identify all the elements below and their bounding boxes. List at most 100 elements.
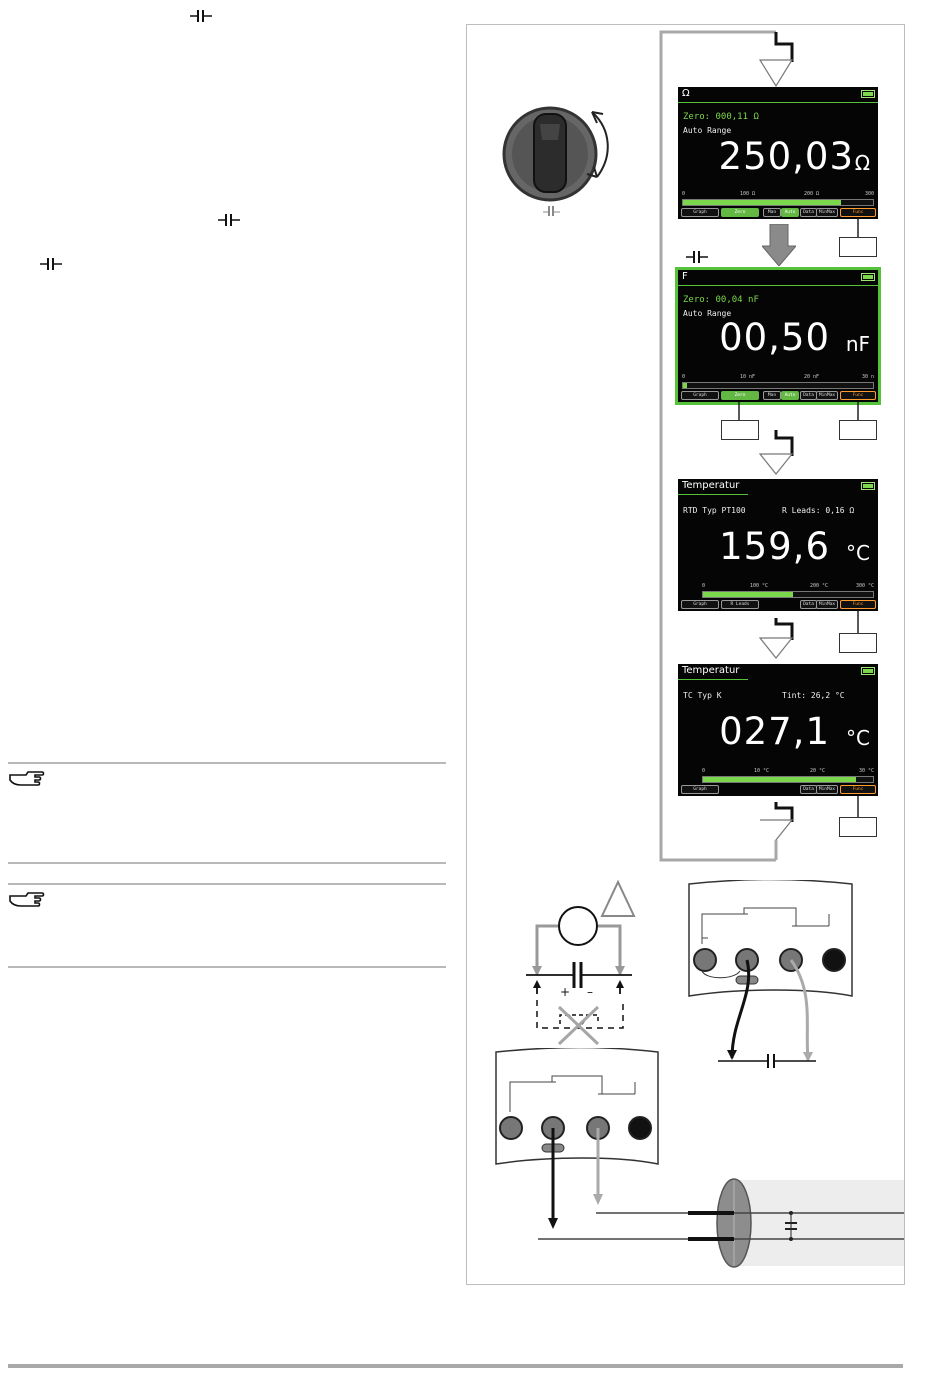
bar-fill [703, 592, 794, 597]
bar-label: 200 Ω [804, 191, 820, 197]
bar-label: 20 °C [810, 768, 826, 774]
note-separator [8, 862, 446, 864]
callout-box [839, 420, 877, 440]
bar-label: 30 n [861, 374, 874, 380]
meter-screen-resistance: Ω Zero: 000,11 Ω Auto Range 250,03 Ω 0 1… [678, 87, 878, 219]
bar-label: 20 nF [804, 374, 820, 380]
screen-title: F [682, 271, 688, 282]
bar-label: 200 °C [810, 583, 829, 589]
meter-screen-capacitance: F Zero: 00,04 nF Auto Range 00,50 nF 0 1… [675, 267, 881, 405]
bar-label: 0 [682, 191, 686, 197]
capacitor-symbol-icon [40, 258, 62, 270]
sensor-type: TC Typ K [683, 691, 722, 700]
battery-icon [861, 482, 875, 490]
battery-icon [861, 90, 875, 98]
screen-title: Temperatur [682, 480, 740, 491]
zero-offset: Zero: 000,11 Ω [683, 112, 759, 122]
softkey-zero[interactable]: Zero [721, 208, 759, 217]
reading-unit: °C [846, 541, 870, 565]
lead-resistance: R Leads: 0,16 Ω [782, 506, 855, 515]
rotary-switch-icon [502, 106, 609, 216]
capacitor-symbol-icon [218, 214, 240, 226]
softkey-manual[interactable]: Man [763, 208, 781, 217]
callout-box [839, 237, 877, 257]
softkey-graph[interactable]: Graph [681, 208, 719, 217]
bar-fill [683, 200, 841, 205]
bar-label: 0 [702, 583, 706, 589]
meter-screen-rtd-temperature: Temperatur RTD Typ PT100 R Leads: 0,16 Ω… [678, 479, 878, 611]
zero-offset: Zero: 00,04 nF [683, 295, 759, 305]
mode-cycle-loop [659, 30, 794, 862]
main-reading: 159,6 [719, 525, 830, 568]
callout-box [839, 633, 877, 653]
softkey-row: Graph Data MinMax Func [681, 785, 876, 794]
transition-arrow-icon [762, 224, 796, 266]
softkey-row: Graph Zero Man Auto Data MinMax Func [681, 391, 876, 400]
callout-connectors [738, 219, 859, 817]
main-reading: 00,50 [719, 316, 830, 359]
bar-label: 10 nF [740, 374, 756, 380]
softkey-r-leads[interactable]: R Leads [721, 600, 759, 609]
bar-label: 300 °C [855, 583, 874, 589]
softkey-graph[interactable]: Graph [681, 391, 719, 400]
softkey-graph[interactable]: Graph [681, 785, 719, 794]
main-reading: 250,03 [718, 135, 854, 178]
reading-unit: °C [846, 726, 870, 750]
note-separator [8, 966, 446, 968]
capacitor-symbol-icon [686, 251, 708, 263]
note-separator [8, 883, 446, 885]
bar-graph [682, 382, 874, 389]
softkey-func[interactable]: Func [840, 600, 876, 609]
meter-screen-tc-temperature: Temperatur TC Typ K Tint: 26,2 °C 027,1 … [678, 664, 878, 796]
bar-graph [702, 776, 874, 783]
softkey-minmax[interactable]: MinMax [816, 600, 838, 609]
bar-label: 100 Ω [740, 191, 756, 197]
reading-unit: Ω [854, 151, 870, 175]
softkey-row: Graph Zero Man Auto Data MinMax Func [681, 208, 876, 217]
battery-icon [861, 667, 875, 675]
internal-temperature: Tint: 26,2 °C [782, 691, 845, 700]
bar-graph [682, 199, 874, 206]
screen-title: Temperatur [682, 665, 740, 676]
polarity-plus: + [560, 985, 570, 999]
softkey-func[interactable]: Func [840, 785, 876, 794]
bar-fill [683, 383, 687, 388]
softkey-graph[interactable]: Graph [681, 600, 719, 609]
battery-icon [861, 273, 875, 281]
callout-box [721, 420, 759, 440]
pointing-hand-icon [9, 771, 45, 786]
bar-label: 100 °C [750, 583, 769, 589]
bar-label: 10 °C [754, 768, 770, 774]
bar-label: 0 [682, 374, 686, 380]
note-separator [8, 762, 446, 764]
main-reading: 027,1 [719, 710, 830, 753]
softkey-minmax[interactable]: MinMax [816, 785, 838, 794]
softkey-minmax[interactable]: MinMax [816, 391, 838, 400]
callout-box [839, 817, 877, 837]
range-mode: Auto Range [683, 309, 732, 318]
reading-unit: nF [845, 332, 870, 356]
softkey-data[interactable]: Data [800, 208, 817, 217]
capacitor-polarity-diagram: + – [526, 879, 636, 1046]
page-footer-rule [8, 1364, 903, 1368]
sensor-type: RTD Typ PT100 [683, 506, 746, 515]
screen-title: Ω [682, 88, 690, 99]
meter-input-connection-diagram [688, 880, 853, 1068]
softkey-func[interactable]: Func [840, 208, 876, 217]
bar-label: 0 [702, 768, 706, 774]
softkey-manual[interactable]: Man [763, 391, 781, 400]
softkey-func[interactable]: Func [840, 391, 876, 400]
softkey-zero[interactable]: Zero [721, 391, 759, 400]
bar-label: 300 [864, 191, 874, 197]
range-mode: Auto Range [683, 126, 732, 135]
softkey-minmax[interactable]: MinMax [816, 208, 838, 217]
polarity-minus: – [587, 985, 593, 999]
pointing-hand-icon [9, 892, 45, 907]
softkey-auto[interactable]: Auto [781, 208, 799, 217]
softkey-row: Graph R Leads Data MinMax Func [681, 600, 876, 609]
bar-label: 30 °C [858, 768, 874, 774]
bar-graph [702, 591, 874, 598]
softkey-auto[interactable]: Auto [781, 391, 799, 400]
cable-capacitance-diagram [495, 1048, 904, 1268]
bar-fill [703, 777, 856, 782]
